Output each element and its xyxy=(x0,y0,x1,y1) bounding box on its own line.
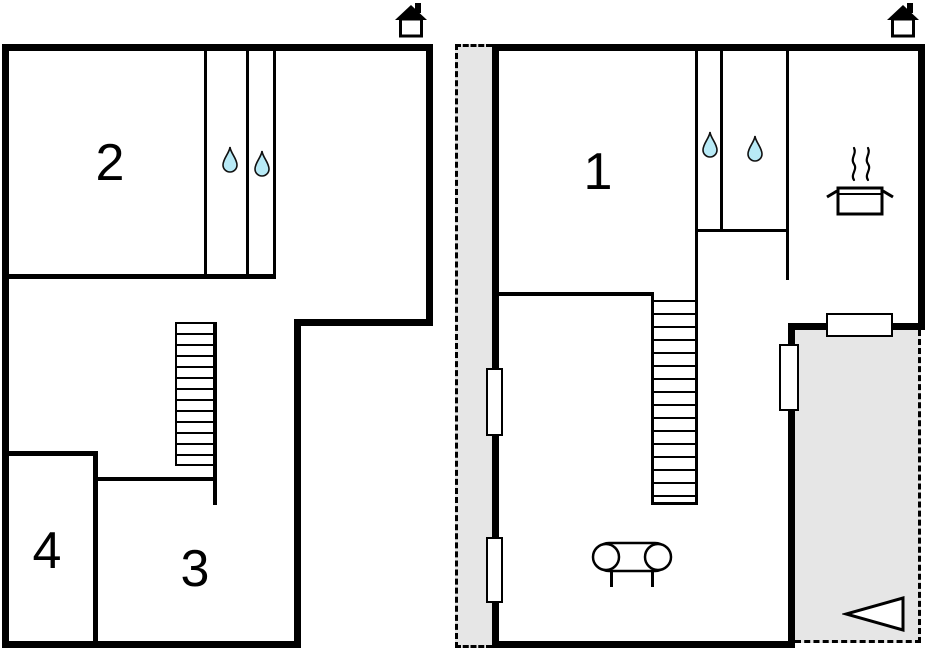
exterior-wall-right-lower xyxy=(788,323,795,648)
room-label-2: 2 xyxy=(95,134,125,192)
room-label-4: 4 xyxy=(32,522,62,580)
room-label-1: 1 xyxy=(583,143,613,201)
water-drop-icon xyxy=(222,146,238,173)
exterior-wall-bottom xyxy=(492,641,795,648)
house-icon xyxy=(394,2,428,40)
water-drop-icon xyxy=(702,131,718,158)
interior-wall-bath-bottom xyxy=(695,229,789,232)
interior-wall-room2-bottom xyxy=(9,274,276,279)
interior-wall-bath-3 xyxy=(273,51,276,275)
interior-wall-stair-right xyxy=(213,322,217,505)
sofa-icon xyxy=(588,533,676,593)
exterior-wall-step xyxy=(294,319,433,326)
terrace-bottom-right xyxy=(795,330,921,643)
exterior-wall-right-lower xyxy=(294,319,301,648)
exterior-wall-left xyxy=(492,44,499,648)
window xyxy=(779,344,799,411)
window xyxy=(486,368,503,436)
staircase xyxy=(175,322,213,466)
exterior-wall-bottom xyxy=(2,641,301,648)
interior-wall-room3-top xyxy=(98,477,215,481)
interior-wall-stair-left xyxy=(651,292,654,505)
interior-wall-shaft-left xyxy=(695,51,698,505)
exterior-wall-top xyxy=(492,44,925,51)
stove-icon xyxy=(824,144,896,222)
interior-wall-room4-top xyxy=(9,451,97,456)
exterior-wall-right-upper xyxy=(426,44,433,326)
exterior-wall-top xyxy=(2,44,433,51)
window xyxy=(826,313,893,337)
interior-wall-kitchen xyxy=(786,51,789,280)
interior-wall-room1-bottom xyxy=(499,292,653,296)
interior-wall-stair-bottom xyxy=(651,502,698,505)
water-drop-icon xyxy=(254,150,270,177)
interior-wall-bath-2 xyxy=(246,51,249,275)
house-icon xyxy=(886,2,920,40)
direction-arrow-icon xyxy=(842,595,906,633)
water-drop-icon xyxy=(747,135,763,162)
exterior-wall-right-upper xyxy=(918,44,925,330)
interior-wall-bath-1 xyxy=(204,51,207,275)
exterior-wall-left xyxy=(2,44,9,648)
room-label-3: 3 xyxy=(180,540,210,598)
window xyxy=(486,537,503,603)
terrace-left xyxy=(455,44,492,648)
staircase xyxy=(654,300,695,503)
interior-wall-shaft-right xyxy=(720,51,723,232)
interior-wall-room4-right xyxy=(93,451,98,641)
